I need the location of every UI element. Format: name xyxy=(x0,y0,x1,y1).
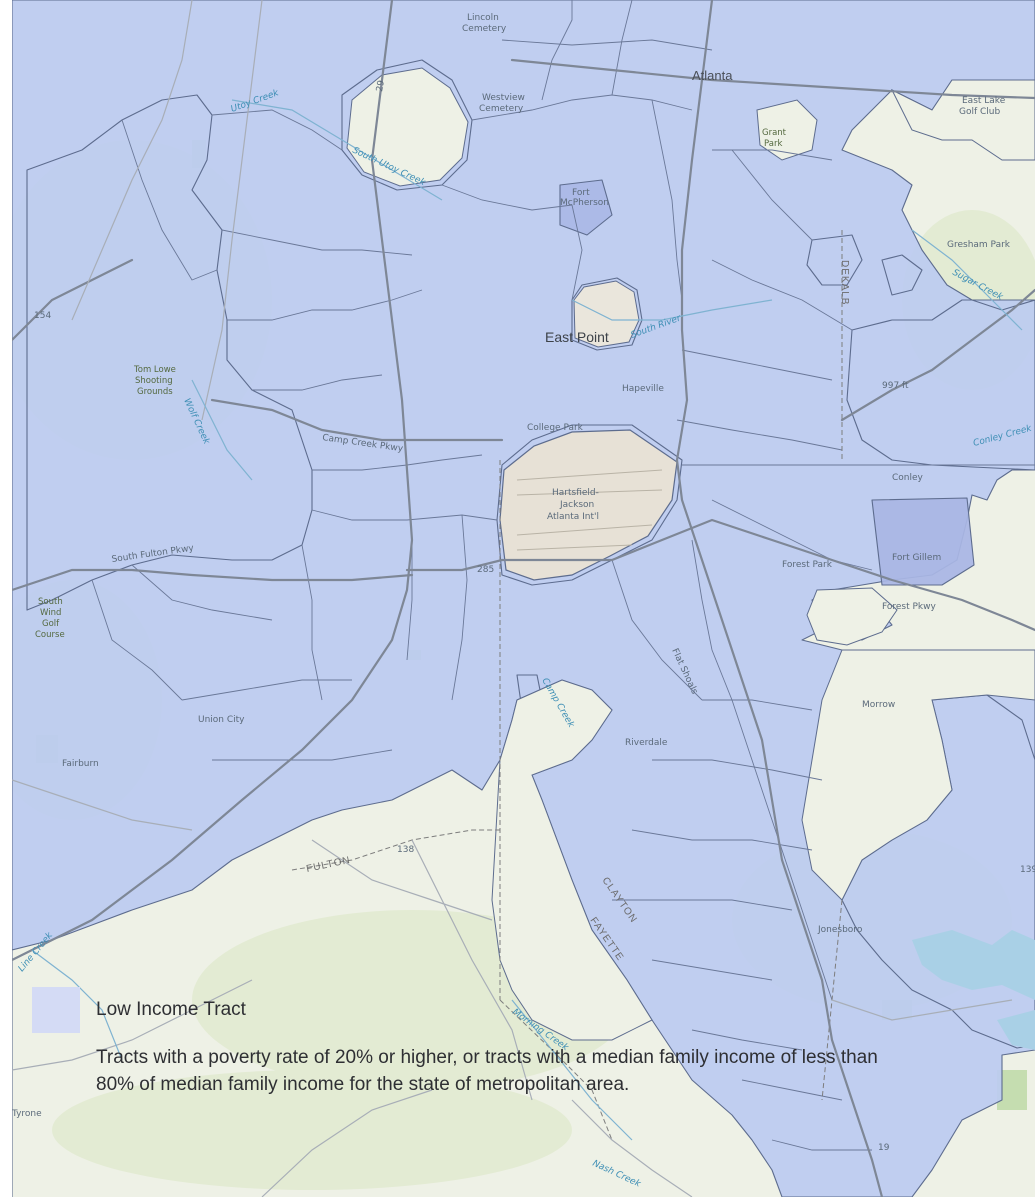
unshaded-areas xyxy=(346,67,1035,1041)
label-fort-mcpherson-2: McPherson xyxy=(560,198,609,208)
label-south-wind-4: Course xyxy=(35,630,65,640)
label-westview-2: Cemetery xyxy=(479,104,524,114)
label-lincoln-1: Lincoln xyxy=(467,13,499,23)
pocket-forest-pkwy xyxy=(806,587,898,646)
map-legend: Low Income Tract Tracts with a poverty r… xyxy=(32,982,892,1182)
label-tyrone: Tyrone xyxy=(12,1109,42,1119)
road-camp-creek-pkwy xyxy=(210,398,504,442)
label-union-city: Union City xyxy=(198,715,245,725)
label-airport-2: Jackson xyxy=(559,500,594,510)
pocket-southeast xyxy=(801,649,1035,901)
highways xyxy=(12,0,1035,1197)
label-airport-3: Atlanta Int'l xyxy=(547,512,599,522)
pocket-westview xyxy=(346,67,469,187)
label-east-lake-1: East Lake xyxy=(962,96,1006,106)
label-east-lake-2: Golf Club xyxy=(959,107,1000,117)
label-lincoln-2: Cemetery xyxy=(462,24,507,34)
legend-title: Low Income Tract xyxy=(96,999,246,1020)
label-atlanta: Atlanta xyxy=(692,68,733,83)
road-154 xyxy=(12,258,134,342)
label-hwy-138: 138 xyxy=(397,845,414,855)
label-grant-park-1: Grant xyxy=(762,128,787,138)
label-hwy-29: 29 xyxy=(375,79,387,92)
label-gresham-park: Gresham Park xyxy=(947,240,1011,250)
label-tom-lowe-3: Grounds xyxy=(137,387,173,397)
tract-fort-mcpherson[interactable] xyxy=(559,179,613,236)
label-south-wind-1: South xyxy=(38,597,63,607)
label-fort-gillem: Fort Gillem xyxy=(892,553,941,563)
label-south-wind-3: Golf xyxy=(42,619,60,629)
label-hwy-19: 19 xyxy=(878,1143,890,1153)
label-fairburn: Fairburn xyxy=(62,759,99,769)
road-i285-east xyxy=(405,518,1035,632)
road-i20 xyxy=(510,58,1035,100)
label-airport-1: Hartsfield- xyxy=(552,488,599,498)
legend-swatch-low-income xyxy=(32,987,80,1033)
road-i285 xyxy=(12,0,414,962)
label-forest-park: Forest Park xyxy=(782,560,833,570)
label-hwy-997: 997 ft xyxy=(882,381,909,391)
label-hwy-154: 154 xyxy=(34,311,51,321)
label-forest-pkwy: Forest Pkwy xyxy=(882,602,936,612)
label-dekalb: DEKALB xyxy=(839,260,850,305)
label-riverdale: Riverdale xyxy=(625,738,668,748)
pocket-grant-park xyxy=(756,99,818,161)
label-hapeville: Hapeville xyxy=(622,384,664,394)
legend-description: Tracts with a poverty rate of 20% or hig… xyxy=(96,1047,878,1095)
road-sfulton-pkwy xyxy=(12,568,414,592)
label-tom-lowe-1: Tom Lowe xyxy=(133,365,176,375)
label-westview-1: Westview xyxy=(482,93,525,103)
low-income-tracts[interactable] xyxy=(12,0,1035,1197)
pocket-fayette xyxy=(491,679,653,1041)
airport-area xyxy=(499,429,678,581)
label-east-point: East Point xyxy=(545,329,609,345)
label-south-wind-2: Wind xyxy=(40,608,61,618)
label-hwy-139: 139 xyxy=(1020,865,1035,875)
map-canvas[interactable]: Atlanta East Point College Park Hapevill… xyxy=(12,0,1035,1197)
road-i675 xyxy=(840,288,1035,422)
airport-runways xyxy=(516,469,663,551)
label-conley: Conley xyxy=(892,473,924,483)
label-jonesboro: Jonesboro xyxy=(817,925,863,935)
secondary-roads xyxy=(12,0,1013,1197)
label-fort-mcpherson-1: Fort xyxy=(572,188,590,198)
water-features xyxy=(31,99,1023,1141)
map-svg: Atlanta East Point College Park Hapevill… xyxy=(12,0,1035,1197)
lakes xyxy=(912,930,1035,1050)
label-morrow: Morrow xyxy=(862,700,895,710)
label-hwy-285: 285 xyxy=(477,565,494,575)
label-tom-lowe-2: Shooting xyxy=(135,376,173,386)
label-grant-park-2: Park xyxy=(764,139,782,149)
label-college-park: College Park xyxy=(527,423,584,433)
tract-fort-gillem[interactable] xyxy=(871,497,975,586)
road-i75-85 xyxy=(675,0,884,1197)
